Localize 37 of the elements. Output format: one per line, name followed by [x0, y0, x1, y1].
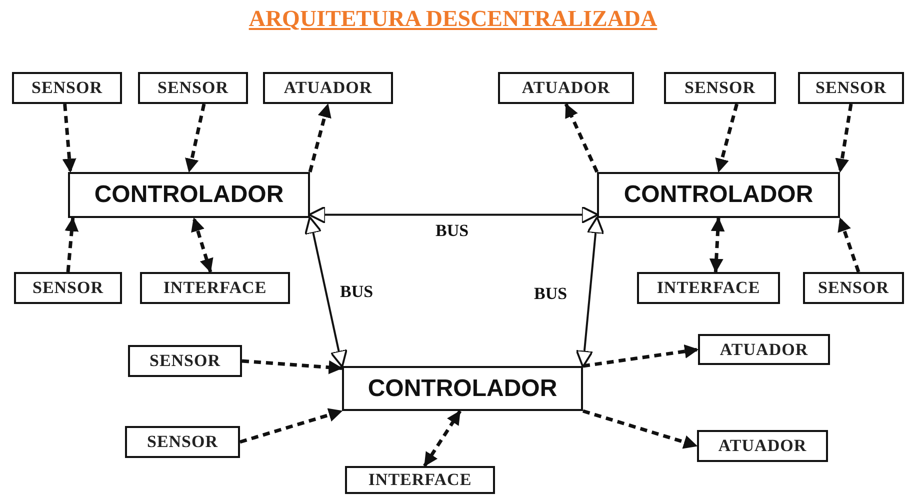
dashed-arrow	[709, 217, 725, 273]
device-box: INTERFACE	[637, 272, 780, 304]
dashed-arrow	[185, 104, 206, 173]
device-box: INTERFACE	[140, 272, 290, 304]
device-box: SENSOR	[128, 345, 242, 377]
dashed-arrow	[715, 104, 738, 173]
dashed-arrow	[62, 104, 76, 173]
dashed-arrow	[242, 359, 343, 374]
dashed-arrow	[423, 410, 462, 467]
device-box: ATUADOR	[697, 430, 828, 462]
dashed-arrow	[835, 104, 853, 173]
dashed-arrow	[240, 408, 343, 444]
device-box: ATUADOR	[698, 334, 830, 365]
device-box: SENSOR	[125, 426, 240, 458]
dashed-arrow	[564, 103, 599, 173]
device-box: SENSOR	[14, 272, 122, 304]
device-box: ATUADOR	[263, 72, 393, 104]
bus-arrow	[576, 216, 604, 368]
dashed-arrow	[582, 409, 698, 449]
bus-arrow	[304, 216, 348, 368]
controller-box: CONTROLADOR	[342, 366, 583, 411]
device-box: SENSOR	[803, 272, 904, 304]
dashed-arrow	[838, 217, 860, 273]
device-box: SENSOR	[798, 72, 904, 104]
dashed-arrow	[191, 217, 214, 273]
dashed-arrow	[582, 344, 699, 368]
diagram-title: ARQUITETURA DESCENTRALIZADA	[248, 6, 658, 31]
device-box: SENSOR	[12, 72, 122, 104]
dashed-arrow	[308, 103, 332, 172]
dashed-arrow	[64, 217, 79, 272]
controller-box: CONTROLADOR	[597, 172, 840, 218]
device-box: ATUADOR	[498, 72, 634, 104]
device-box: INTERFACE	[345, 466, 495, 494]
device-box: SENSOR	[664, 72, 776, 104]
bus-arrow	[308, 206, 599, 224]
device-box: SENSOR	[138, 72, 248, 104]
controller-box: CONTROLADOR	[68, 172, 310, 218]
